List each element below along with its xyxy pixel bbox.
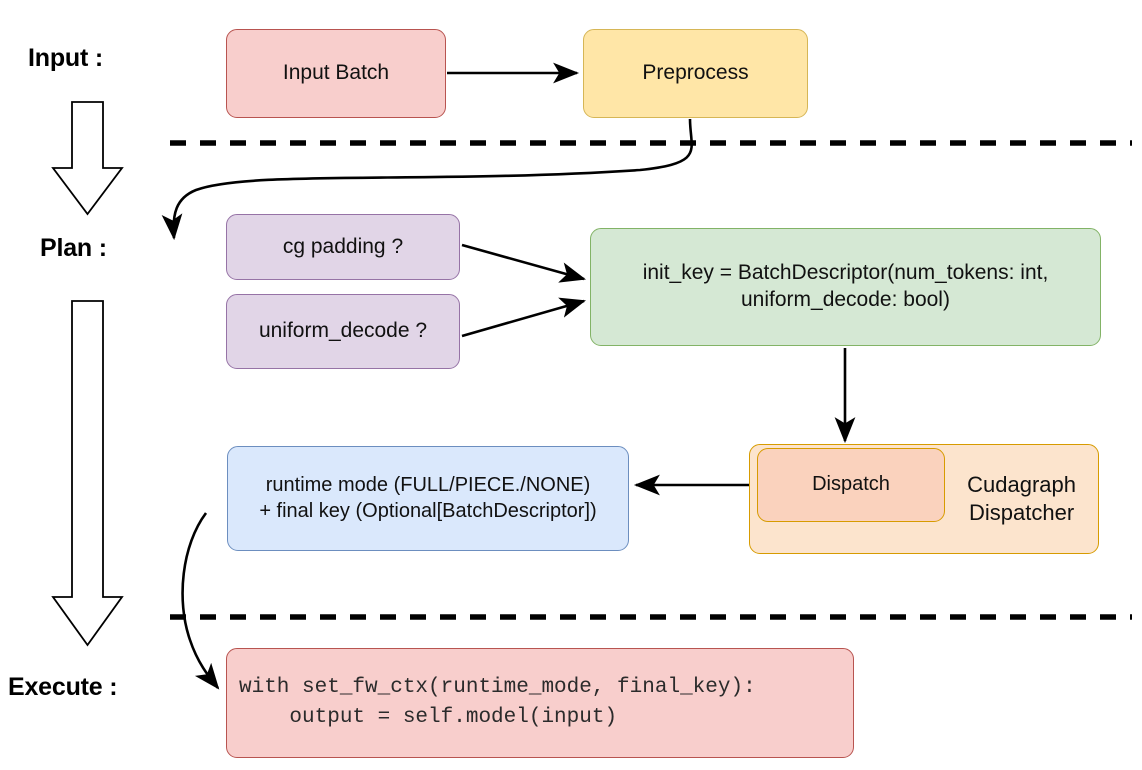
stage-label-input: Input : xyxy=(28,44,103,72)
node-preprocess-label: Preprocess xyxy=(642,61,749,85)
node-cg-padding-label: cg padding ? xyxy=(282,234,404,258)
node-dispatch-label: Dispatch xyxy=(812,473,890,496)
code-line-1: with set_fw_ctx(runtime_mode, final_key)… xyxy=(239,675,756,699)
node-batch-descriptor[interactable]: init_key = BatchDescriptor(num_tokens: i… xyxy=(590,228,1101,346)
stage-label-execute: Execute : xyxy=(8,673,118,701)
connector-runtime-to-code xyxy=(181,512,220,690)
node-input-batch-label: Input Batch xyxy=(282,61,390,85)
node-uniform-decode-label: uniform_decode ? xyxy=(258,319,428,343)
node-uniform-decode[interactable]: uniform_decode ? xyxy=(226,294,460,369)
node-runtime-mode-label: runtime mode (FULL/PIECE./NONE) + final … xyxy=(259,473,597,522)
connector-cgpadding-to-batchdesc xyxy=(461,243,587,283)
stage-arrow-input-to-plan xyxy=(51,101,124,216)
stage-label-plan: Plan : xyxy=(40,234,107,262)
node-batch-descriptor-label: init_key = BatchDescriptor(num_tokens: i… xyxy=(642,261,1049,311)
node-cg-padding[interactable]: cg padding ? xyxy=(226,214,460,280)
stage-arrow-plan-to-execute xyxy=(51,300,124,647)
connector-uniformdecode-to-batchdesc xyxy=(461,297,586,338)
node-code-block[interactable]: with set_fw_ctx(runtime_mode, final_key)… xyxy=(226,648,854,758)
node-input-batch[interactable]: Input Batch xyxy=(226,29,446,118)
code-block-text: with set_fw_ctx(runtime_mode, final_key)… xyxy=(239,673,756,734)
node-runtime-mode[interactable]: runtime mode (FULL/PIECE./NONE) + final … xyxy=(227,446,629,551)
node-preprocess[interactable]: Preprocess xyxy=(583,29,808,118)
node-dispatch[interactable]: Dispatch xyxy=(757,448,945,522)
code-line-2: output = self.model(input) xyxy=(239,706,618,729)
node-cudagraph-dispatcher-label: Cudagraph Dispatcher xyxy=(967,471,1076,525)
